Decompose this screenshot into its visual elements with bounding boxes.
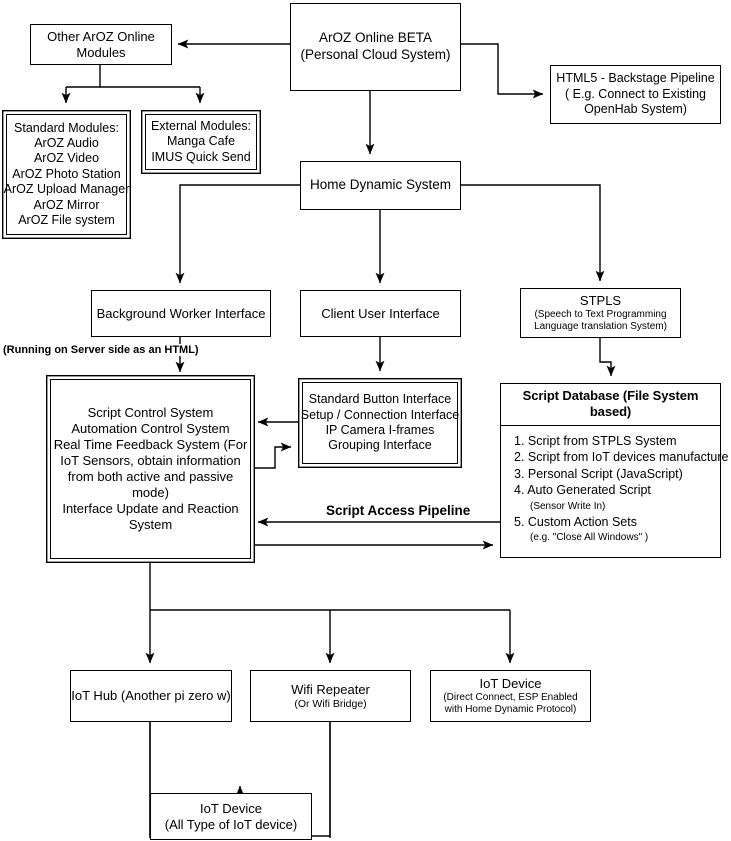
- label-running-on-server-side: (Running on Server side as an HTML): [3, 344, 199, 356]
- node-line: ArOZ Upload Manager: [3, 182, 130, 197]
- node-line: Background Worker Interface: [96, 305, 266, 321]
- node-subline: (Direct Connect, ESP Enabled: [443, 691, 578, 703]
- node-standard-button-interface[interactable]: Standard Button Interface Setup / Connec…: [300, 382, 460, 464]
- list-item: 3. Personal Script (JavaScript): [514, 466, 683, 481]
- wire-stpls-to-script-database: [599, 338, 616, 377]
- label-script-access-pipeline: Script Access Pipeline: [320, 503, 477, 518]
- node-line: mode): [132, 484, 169, 500]
- wire-home-to-background-worker: [175, 184, 300, 284]
- node-line: ArOZ Mirror: [33, 197, 100, 212]
- node-title: STPLS: [579, 292, 622, 308]
- node-line: Setup / Connection Interface: [300, 407, 460, 422]
- list-item: 2. Script from IoT devices manufacture: [514, 450, 729, 465]
- script-database-list: 1. Script from STPLS System 2. Script fr…: [501, 426, 729, 546]
- node-iot-device-all-types[interactable]: IoT Device (All Type of IoT device): [150, 793, 312, 840]
- node-script-control-system[interactable]: Script Control System Automation Control…: [50, 379, 251, 559]
- node-line: Real Time Feedback System (For: [53, 437, 248, 453]
- node-line: IoT Hub (Another pi zero w): [71, 688, 231, 703]
- node-subline: (Or Wifi Bridge): [294, 697, 367, 710]
- node-script-database[interactable]: Script Database (File System based) 1. S…: [500, 383, 729, 558]
- node-home-dynamic-system[interactable]: Home Dynamic System: [300, 161, 461, 210]
- node-line: Other ArOZ Online: [47, 28, 155, 44]
- node-standard-modules[interactable]: Standard Modules: ArOZ Audio ArOZ Video …: [3, 114, 130, 235]
- node-subline: Language translation System): [534, 320, 667, 332]
- node-line: Client User Interface: [321, 305, 440, 321]
- node-aroz-online-beta[interactable]: ArOZ Online BETA (Personal Cloud System): [290, 3, 461, 91]
- node-wifi-repeater[interactable]: Wifi Repeater (Or Wifi Bridge): [250, 670, 411, 722]
- node-subline: with Home Dynamic Protocol): [444, 703, 577, 715]
- node-line: Script Control System: [87, 405, 214, 421]
- node-title: IoT Device: [479, 675, 542, 691]
- node-line: Interface Update and Reaction: [62, 500, 239, 516]
- node-line: Manga Cafe: [166, 134, 236, 149]
- node-line: (Personal Cloud System): [300, 47, 451, 62]
- node-html5-backstage-pipeline[interactable]: HTML5 - Backstage Pipeline ( E.g. Connec…: [550, 65, 721, 124]
- node-line: ArOZ Photo Station: [12, 166, 121, 181]
- node-line: HTML5 - Backstage Pipeline: [556, 71, 715, 86]
- node-line: Grouping Interface: [328, 438, 432, 453]
- node-line: (All Type of IoT device): [164, 816, 298, 832]
- node-client-user-interface[interactable]: Client User Interface: [300, 290, 461, 337]
- node-external-modules[interactable]: External Modules: Manga Cafe IMUS Quick …: [145, 114, 257, 170]
- node-background-worker-interface[interactable]: Background Worker Interface: [91, 290, 271, 337]
- node-stpls[interactable]: STPLS (Speech to Text Programming Langua…: [520, 288, 681, 338]
- node-line: Standard Button Interface: [308, 392, 452, 407]
- node-line: ArOZ File system: [18, 212, 115, 227]
- node-line: External Modules:: [150, 118, 252, 133]
- node-line: ArOZ Video: [33, 151, 100, 166]
- node-title: Wifi Repeater: [291, 681, 370, 697]
- node-line: IoT Sensors, obtain information: [60, 453, 241, 469]
- script-database-header: Script Database (File System based): [501, 384, 720, 426]
- node-line: ArOZ Online BETA: [318, 30, 433, 46]
- wire-beta-to-html5: [460, 43, 544, 99]
- node-line: IoT Device: [200, 800, 262, 816]
- node-line: ( E.g. Connect to Existing: [564, 86, 707, 101]
- node-line: Home Dynamic System: [309, 177, 452, 193]
- node-line: Modules: [76, 44, 126, 60]
- node-line: OpenHab System): [584, 102, 687, 117]
- list-item-note: (e.g. "Close All Windows" ): [530, 532, 649, 544]
- node-line: IMUS Quick Send: [151, 149, 251, 164]
- list-item-note: (Sensor Write In): [530, 500, 606, 512]
- node-iot-hub[interactable]: IoT Hub (Another pi zero w): [70, 670, 232, 722]
- node-line: Standard Modules:: [14, 120, 119, 135]
- node-line: from both active and passive: [67, 469, 234, 484]
- node-subline: (Speech to Text Programming: [534, 308, 667, 320]
- node-line: IP Camera I-frames: [325, 423, 435, 437]
- list-item: 4. Auto Generated Script: [514, 483, 651, 498]
- wire-home-to-stpls: [461, 184, 605, 282]
- list-item: 1. Script from STPLS System: [514, 433, 677, 448]
- node-line: System: [128, 516, 173, 532]
- list-item: 5. Custom Action Sets: [514, 514, 637, 529]
- node-line: Automation Control System: [71, 421, 230, 437]
- node-iot-device-direct-connect[interactable]: IoT Device (Direct Connect, ESP Enabled …: [430, 670, 591, 722]
- wire-script-control-to-button-interface: [252, 442, 292, 469]
- node-line: ArOZ Audio: [34, 136, 99, 151]
- node-other-aroz-online-modules[interactable]: Other ArOZ Online Modules: [30, 24, 172, 65]
